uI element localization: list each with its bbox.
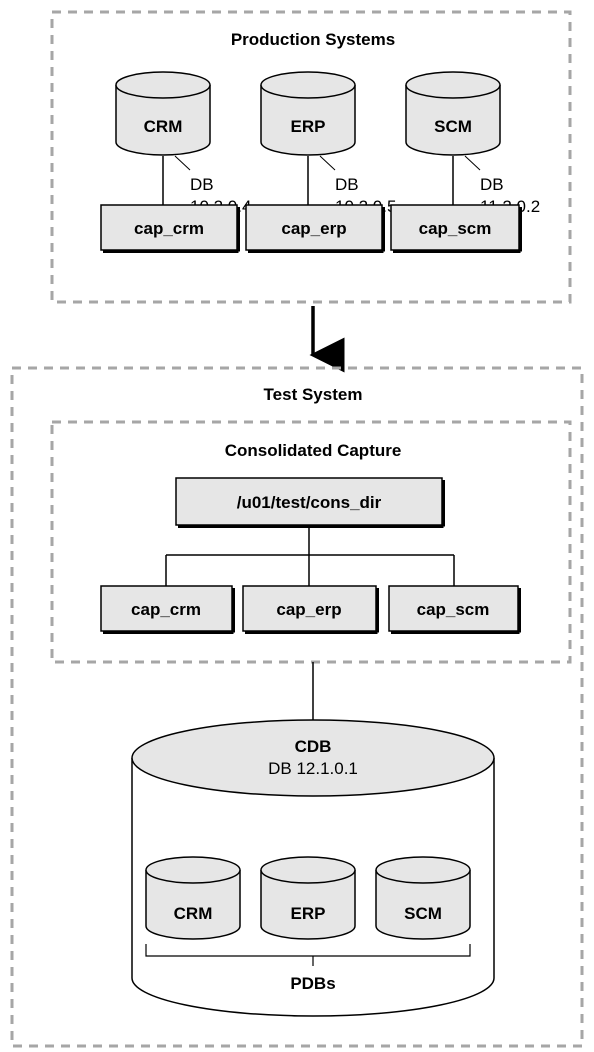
consolidated-capture-title: Consolidated Capture xyxy=(225,441,402,460)
directory-label: /u01/test/cons_dir xyxy=(237,493,382,512)
capture-label: cap_crm xyxy=(131,600,201,619)
cdb-name: CDB xyxy=(295,737,332,756)
capture-box-erp: cap_erp xyxy=(245,204,385,253)
test-system-title: Test System xyxy=(264,385,363,404)
leader-line xyxy=(319,155,336,171)
pdb-name: SCM xyxy=(404,904,442,923)
tree-lines xyxy=(165,527,455,586)
pdbs-bracket xyxy=(145,944,471,966)
consolidated-capture-panel: Consolidated Capture /u01/test/cons_dir … xyxy=(50,420,572,664)
capture-box-crm: cap_crm xyxy=(100,204,240,253)
db-version-label: DB xyxy=(480,175,504,194)
db-version-label: DB xyxy=(335,175,359,194)
capture-box-scm: cap_scm xyxy=(390,204,522,253)
production-systems-panel: Production Systems CRM DB 10.2.0.4 cap_c… xyxy=(50,10,572,304)
production-db-crm: CRM xyxy=(115,71,211,156)
capture-label: cap_erp xyxy=(276,600,341,619)
test-system-panel: Test System Consolidated Capture /u01/te… xyxy=(10,366,584,1048)
cdb-version: DB 12.1.0.1 xyxy=(268,759,358,778)
pdb-crm: CRM xyxy=(145,856,241,940)
consolidated-capture-box-crm: cap_crm xyxy=(100,585,235,634)
pdb-erp: ERP xyxy=(260,856,356,940)
capture-label: cap_erp xyxy=(281,219,346,238)
db-version-label: DB xyxy=(190,175,214,194)
pdb-scm: SCM xyxy=(375,856,471,940)
production-db-scm: SCM xyxy=(405,71,501,156)
production-db-erp: ERP xyxy=(260,71,356,156)
db-name: ERP xyxy=(291,117,326,136)
consolidated-capture-box-erp: cap_erp xyxy=(242,585,379,634)
db-name: CRM xyxy=(144,117,183,136)
capture-label: cap_scm xyxy=(417,600,490,619)
db-name: SCM xyxy=(434,117,472,136)
capture-label: cap_crm xyxy=(134,219,204,238)
directory-box: /u01/test/cons_dir xyxy=(175,477,445,528)
pdb-name: ERP xyxy=(291,904,326,923)
leader-line xyxy=(174,155,191,171)
pdb-name: CRM xyxy=(174,904,213,923)
capture-label: cap_scm xyxy=(419,219,492,238)
consolidated-capture-box-scm: cap_scm xyxy=(388,585,521,634)
production-systems-title: Production Systems xyxy=(231,30,395,49)
pdbs-label: PDBs xyxy=(290,974,335,993)
leader-line xyxy=(464,155,481,171)
